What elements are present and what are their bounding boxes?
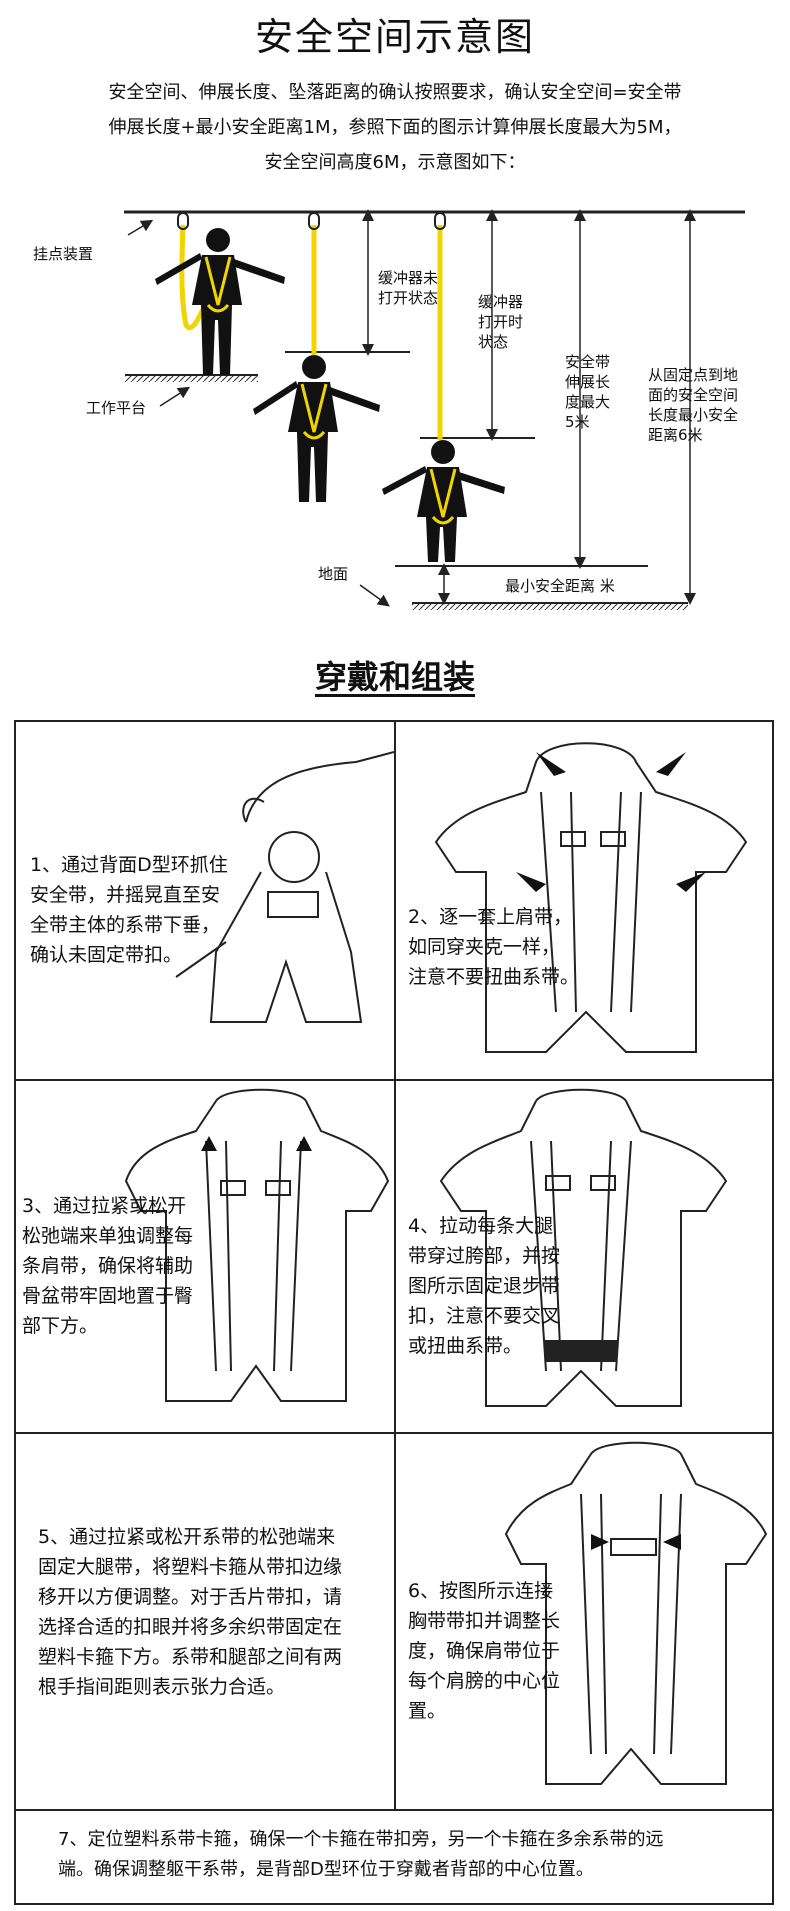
dimension-arrows bbox=[127, 209, 696, 607]
step-1-illustration bbox=[175, 751, 394, 1023]
snap-hooks bbox=[177, 212, 446, 230]
figure-absorber-open bbox=[382, 440, 505, 562]
step-6-text: 6、按图所示连接 胸带带扣并调整长 度，确保肩带位于 每个肩膀的中心位 置。 bbox=[408, 1580, 561, 1722]
platform-hatch bbox=[125, 376, 258, 382]
absorber-open-label: 缓冲器 打开时 状态 bbox=[478, 293, 524, 351]
step-3-cell: 3、通过拉紧或松开 松弛端来单独调整每 条肩带，确保将辅助 骨盆带牢固地置于臀 … bbox=[16, 1081, 394, 1432]
intro-line-3: 安全空间高度6M，示意图如下： bbox=[264, 152, 526, 173]
instruction-grid: 1、通过背面D型环抓住 安全带，并摇晃直至安 全带主体的系带下垂， 确认未固定带… bbox=[14, 720, 774, 1905]
step-1-text: 1、通过背面D型环抓住 安全带，并摇晃直至安 全带主体的系带下垂， 确认未固定带… bbox=[30, 854, 228, 966]
safety-space-label: 从固定点到地 面的安全空间 长度最小安全 距离6米 bbox=[648, 366, 739, 444]
step-7-text: 7、定位塑料系带卡箍，确保一个卡箍在带扣旁，另一个卡箍在多余系带的远 端。确保调… bbox=[58, 1829, 664, 1880]
work-platform-label: 工作平台 bbox=[86, 399, 147, 417]
grid-divider-2 bbox=[16, 1432, 772, 1434]
figure-absorber-closed bbox=[253, 355, 380, 502]
safety-space-diagram bbox=[124, 209, 745, 610]
grid-divider-3 bbox=[16, 1809, 772, 1811]
intro-line-2: 伸展长度+最小安全距离1M，参照下面的图示计算伸展长度最大为5M， bbox=[108, 117, 682, 138]
step-6-cell: 6、按图所示连接 胸带带扣并调整长 度，确保肩带位于 每个肩膀的中心位 置。 bbox=[396, 1434, 772, 1809]
page-title: 安全空间示意图 bbox=[254, 15, 535, 59]
figure-on-platform bbox=[155, 228, 285, 375]
step-2-text: 2、逐一套上肩带， 如同穿夹克一样， 注意不要扭曲系带。 bbox=[408, 906, 580, 988]
absorber-closed-label: 缓冲器未 打开状态 bbox=[378, 269, 439, 307]
extension-label: 安全带 伸展长 度最大 5米 bbox=[565, 353, 611, 431]
ground-label: 地面 bbox=[318, 565, 349, 583]
harness-3 bbox=[429, 468, 457, 525]
step-5-text: 5、通过拉紧或松开系带的松弛端来 固定大腿带，将塑料卡箍从带扣边缘 移开以方便调… bbox=[38, 1526, 343, 1698]
step-3-text: 3、通过拉紧或松开 松弛端来单独调整每 条肩带，确保将辅助 骨盆带牢固地置于臀 … bbox=[22, 1195, 194, 1337]
step-3-illustration bbox=[124, 1088, 390, 1402]
harness-1 bbox=[204, 256, 232, 313]
step-7-cell: 7、定位塑料系带卡箍，确保一个卡箍在带扣旁，另一个卡箍在多余系带的远 端。确保调… bbox=[16, 1811, 772, 1903]
intro-line-1: 安全空间、伸展长度、坠落距离的确认按照要求，确认安全空间=安全带 bbox=[108, 82, 682, 103]
step-6-illustration bbox=[504, 1441, 768, 1785]
step-2-cell: 2、逐一套上肩带， 如同穿夹克一样， 注意不要扭曲系带。 bbox=[396, 722, 772, 1079]
lanyards bbox=[179, 224, 443, 440]
step-1-cell: 1、通过背面D型环抓住 安全带，并摇晃直至安 全带主体的系带下垂， 确认未固定带… bbox=[16, 722, 394, 1079]
ground-hatch bbox=[412, 604, 688, 610]
grid-divider-vertical bbox=[394, 722, 396, 1809]
harness-2 bbox=[300, 383, 328, 440]
grid-divider-1 bbox=[16, 1079, 772, 1081]
step-5-cell: 5、通过拉紧或松开系带的松弛端来 固定大腿带，将塑料卡箍从带扣边缘 移开以方便调… bbox=[16, 1434, 394, 1809]
step-4-cell: 4、拉动每条大腿 带穿过胯部，并按 图所示固定退步带 扣，注意不要交叉 或扭曲系… bbox=[396, 1081, 772, 1432]
step-4-text: 4、拉动每条大腿 带穿过胯部，并按 图所示固定退步带 扣，注意不要交叉 或扭曲系… bbox=[408, 1215, 561, 1357]
anchor-device-label: 挂点装置 bbox=[33, 245, 94, 263]
section-title: 穿戴和组装 bbox=[314, 658, 475, 696]
step-4-illustration bbox=[439, 1088, 728, 1407]
step-2-illustration bbox=[434, 742, 748, 1053]
min-distance-label: 最小安全距离 米 bbox=[505, 577, 615, 595]
